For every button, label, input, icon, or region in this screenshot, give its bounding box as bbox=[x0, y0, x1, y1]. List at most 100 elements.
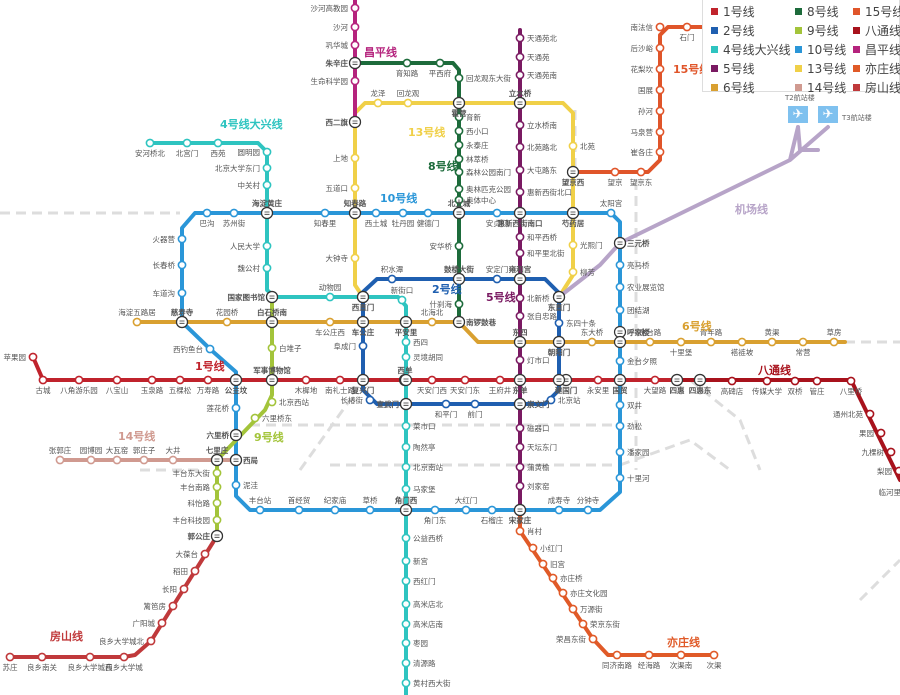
station-dot[interactable] bbox=[606, 208, 616, 218]
station-dot[interactable] bbox=[515, 33, 525, 43]
transfer-station[interactable] bbox=[566, 165, 580, 179]
station-label[interactable]: 海淀五路居 bbox=[118, 307, 156, 317]
station-label[interactable]: 农业展览馆 bbox=[627, 282, 665, 292]
station-dot[interactable] bbox=[387, 274, 397, 284]
transfer-station[interactable] bbox=[356, 290, 370, 304]
station-label[interactable]: 孙河 bbox=[638, 106, 653, 116]
station-label[interactable]: 八里桥 bbox=[840, 386, 863, 396]
station-label[interactable]: 西二旗 bbox=[326, 117, 349, 127]
station-label[interactable]: 大钟寺 bbox=[326, 253, 349, 263]
station-dot[interactable] bbox=[495, 375, 505, 385]
station-label[interactable]: 西小口 bbox=[466, 127, 489, 136]
station-dot[interactable] bbox=[798, 337, 808, 347]
station-dot[interactable] bbox=[401, 619, 411, 629]
station-label[interactable]: 双桥 bbox=[788, 386, 803, 396]
station-label[interactable]: 大望路 bbox=[644, 385, 667, 395]
station-label[interactable]: 草桥 bbox=[363, 495, 378, 505]
station-dot[interactable] bbox=[330, 505, 340, 515]
station-label[interactable]: 南法信 bbox=[631, 22, 654, 32]
station-dot[interactable] bbox=[568, 240, 578, 250]
station-label[interactable]: 肖村 bbox=[527, 526, 542, 536]
station-dot[interactable] bbox=[767, 337, 777, 347]
station-label[interactable]: 灯市口 bbox=[527, 355, 550, 365]
station-dot[interactable] bbox=[401, 484, 411, 494]
station-dot[interactable] bbox=[262, 263, 272, 273]
station-dot[interactable] bbox=[365, 395, 375, 405]
station-dot[interactable] bbox=[202, 208, 212, 218]
station-label[interactable]: 八宝山 bbox=[106, 385, 129, 395]
station-dot[interactable] bbox=[454, 154, 464, 164]
station-dot[interactable] bbox=[454, 73, 464, 83]
transfer-station[interactable] bbox=[399, 315, 413, 329]
station-label[interactable]: 石榴庄 bbox=[481, 515, 504, 525]
station-dot[interactable] bbox=[655, 64, 665, 74]
station-label[interactable]: 后沙峪 bbox=[631, 43, 654, 53]
station-label[interactable]: 北苑路北 bbox=[527, 142, 557, 152]
station-label[interactable]: 魏公村 bbox=[238, 263, 261, 273]
station-label[interactable]: 玉泉路 bbox=[141, 385, 164, 395]
station-dot[interactable] bbox=[350, 153, 360, 163]
station-label[interactable]: 金台路 bbox=[639, 327, 662, 337]
station-label[interactable]: 柳芳 bbox=[580, 267, 595, 277]
station-label[interactable]: 宋家庄 bbox=[509, 515, 532, 525]
station-label[interactable]: 望京西 bbox=[562, 177, 585, 187]
station-label[interactable]: 北土城 bbox=[448, 198, 471, 208]
station-label[interactable]: 车道沟 bbox=[153, 288, 176, 298]
station-label[interactable]: 长春桥 bbox=[153, 260, 176, 270]
station-dot[interactable] bbox=[231, 480, 241, 490]
station-label[interactable]: 国贸 bbox=[613, 385, 628, 395]
station-label[interactable]: 和平里北街 bbox=[527, 248, 565, 258]
transfer-station[interactable] bbox=[513, 335, 527, 349]
station-label[interactable]: 森林公园南门 bbox=[466, 167, 511, 177]
station-dot[interactable] bbox=[515, 462, 525, 472]
transfer-station[interactable] bbox=[552, 290, 566, 304]
station-label[interactable]: 鼓楼大街 bbox=[444, 264, 474, 274]
station-dot[interactable] bbox=[515, 293, 525, 303]
station-dot[interactable] bbox=[200, 549, 210, 559]
station-label[interactable]: 郭庄子 bbox=[133, 445, 156, 455]
station-label[interactable]: 大葆台 bbox=[176, 549, 199, 559]
station-label[interactable]: 立水桥南 bbox=[527, 120, 557, 130]
station-label[interactable]: 育新 bbox=[466, 112, 481, 122]
station-dot[interactable] bbox=[373, 98, 383, 108]
station-dot[interactable] bbox=[655, 147, 665, 157]
station-dot[interactable] bbox=[55, 455, 65, 465]
transfer-station[interactable] bbox=[399, 503, 413, 517]
transfer-station[interactable] bbox=[229, 453, 243, 467]
station-dot[interactable] bbox=[402, 58, 412, 68]
station-dot[interactable] bbox=[175, 375, 185, 385]
station-label[interactable]: 什刹海 bbox=[430, 299, 453, 309]
airport-t3-airplane-icon[interactable]: ✈ bbox=[818, 106, 838, 123]
station-label[interactable]: 惠新西街北口 bbox=[527, 187, 572, 197]
station-label[interactable]: 安贞门 bbox=[486, 218, 509, 228]
station-dot[interactable] bbox=[865, 409, 875, 419]
station-dot[interactable] bbox=[350, 40, 360, 50]
station-dot[interactable] bbox=[255, 505, 265, 515]
station-dot[interactable] bbox=[593, 375, 603, 385]
station-dot[interactable] bbox=[397, 295, 407, 305]
station-label[interactable]: 万寿路 bbox=[197, 385, 220, 395]
station-label[interactable]: 花梨坎 bbox=[631, 64, 654, 74]
station-label[interactable]: 健德门 bbox=[417, 218, 440, 228]
station-dot[interactable] bbox=[655, 106, 665, 116]
station-label[interactable]: 回龙观 bbox=[397, 88, 420, 98]
station-dot[interactable] bbox=[262, 180, 272, 190]
station-dot[interactable] bbox=[325, 292, 335, 302]
station-label[interactable]: 巴沟 bbox=[200, 218, 215, 228]
station-dot[interactable] bbox=[358, 341, 368, 351]
station-label[interactable]: 西红门 bbox=[413, 576, 436, 586]
station-label[interactable]: 安定门 bbox=[486, 264, 509, 274]
station-dot[interactable] bbox=[790, 376, 800, 386]
station-dot[interactable] bbox=[454, 167, 464, 177]
station-label[interactable]: 北京南站 bbox=[413, 462, 443, 472]
transfer-station[interactable] bbox=[613, 335, 627, 349]
station-label[interactable]: 丰台科技园 bbox=[173, 515, 211, 525]
station-label[interactable]: 北京西站 bbox=[279, 397, 309, 407]
station-dot[interactable] bbox=[132, 317, 142, 327]
station-label[interactable]: 清源路 bbox=[413, 658, 436, 668]
station-label[interactable]: 阜成门 bbox=[334, 341, 357, 351]
station-label[interactable]: 张郭庄 bbox=[49, 445, 72, 455]
station-label[interactable]: 国家图书馆 bbox=[228, 292, 266, 302]
station-label[interactable]: 旧宫 bbox=[550, 559, 565, 569]
station-label[interactable]: 北海北 bbox=[421, 307, 444, 317]
